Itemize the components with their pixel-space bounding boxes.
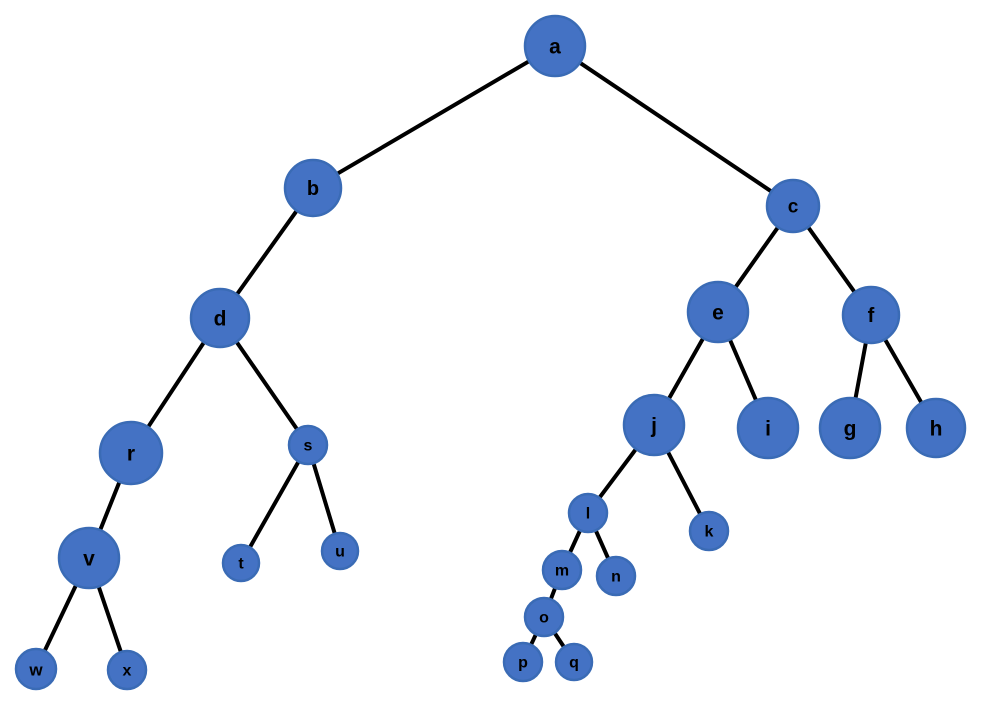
tree-node-s[interactable]: s [287, 424, 329, 466]
tree-edge-j-l [596, 446, 639, 501]
tree-node-i[interactable]: i [736, 396, 800, 460]
tree-node-p[interactable]: p [502, 641, 544, 683]
tree-node-circle-m[interactable] [541, 549, 583, 591]
tree-node-circle-c[interactable] [765, 178, 821, 234]
tree-node-circle-t[interactable] [221, 543, 261, 583]
tree-node-circle-o[interactable] [523, 596, 565, 638]
tree-edge-v-w [42, 582, 79, 654]
tree-node-circle-k[interactable] [688, 510, 730, 552]
tree-node-circle-w[interactable] [14, 647, 58, 691]
tree-edge-s-u [311, 460, 338, 537]
tree-node-circle-u[interactable] [320, 531, 360, 571]
tree-edge-d-r [145, 339, 207, 430]
tree-node-label-l: l [586, 506, 590, 523]
tree-edge-o-q [551, 629, 567, 650]
tree-node-l[interactable]: l [567, 492, 609, 534]
tree-edge-f-h [882, 336, 925, 406]
tree-edge-l-m [567, 527, 583, 556]
tree-node-u[interactable]: u [320, 531, 360, 571]
tree-edge-f-g [853, 339, 869, 402]
tree-node-circle-l[interactable] [567, 492, 609, 534]
tree-node-circle-q[interactable] [554, 642, 594, 682]
tree-node-circle-d[interactable] [189, 287, 251, 349]
tree-edge-v-x [96, 583, 124, 655]
tree-edge-l-n [593, 527, 611, 562]
edges-layer [42, 58, 925, 655]
tree-edge-c-f [805, 224, 858, 296]
tree-node-j[interactable]: j [622, 393, 686, 457]
tree-edge-c-e [732, 224, 781, 291]
tree-node-a[interactable]: a [523, 14, 587, 78]
tree-node-label-c: c [788, 197, 799, 218]
tree-node-label-j: j [650, 415, 657, 438]
tree-node-circle-s[interactable] [287, 424, 329, 466]
tree-node-circle-a[interactable] [523, 14, 587, 78]
tree-node-q[interactable]: q [554, 642, 594, 682]
tree-node-circle-h[interactable] [905, 397, 967, 459]
tree-node-label-i: i [765, 418, 771, 441]
tree-node-g[interactable]: g [818, 396, 882, 460]
tree-node-v[interactable]: v [57, 526, 121, 590]
tree-node-label-b: b [307, 178, 319, 200]
tree-node-circle-i[interactable] [736, 396, 800, 460]
tree-node-w[interactable]: w [14, 647, 58, 691]
tree-node-k[interactable]: k [688, 510, 730, 552]
tree-node-e[interactable]: e [686, 280, 750, 344]
tree-node-circle-v[interactable] [57, 526, 121, 590]
tree-node-h[interactable]: h [905, 397, 967, 459]
tree-edge-s-t [247, 458, 302, 551]
tree-node-t[interactable]: t [221, 543, 261, 583]
tree-edge-b-d [234, 207, 300, 298]
tree-node-circle-f[interactable] [841, 285, 901, 345]
tree-node-label-e: e [712, 302, 724, 325]
tree-node-label-a: a [549, 36, 561, 59]
tree-node-circle-n[interactable] [595, 555, 637, 597]
tree-edge-o-p [528, 631, 539, 648]
tree-node-label-k: k [705, 524, 714, 541]
tree-node-circle-r[interactable] [98, 420, 164, 486]
tree-node-label-s: s [304, 438, 313, 455]
tree-edge-r-v [97, 478, 122, 534]
tree-edge-j-k [665, 448, 703, 518]
nodes-layer: a b c d e f g h i j k l m n o p q r s t u v w x [14, 14, 967, 691]
tree-node-x[interactable]: x [106, 649, 148, 691]
tree-node-d[interactable]: d [189, 287, 251, 349]
tree-node-circle-e[interactable] [686, 280, 750, 344]
tree-node-label-t: t [238, 556, 244, 573]
tree-node-circle-x[interactable] [106, 649, 148, 691]
tree-node-r[interactable]: r [98, 420, 164, 486]
tree-node-c[interactable]: c [765, 178, 821, 234]
tree-node-label-u: u [335, 544, 345, 561]
tree-node-label-x: x [123, 663, 132, 680]
tree-node-o[interactable]: o [523, 596, 565, 638]
tree-node-label-r: r [127, 443, 135, 466]
tree-node-label-g: g [844, 418, 857, 441]
tree-node-circle-p[interactable] [502, 641, 544, 683]
tree-node-label-o: o [539, 610, 549, 627]
tree-node-label-m: m [555, 563, 569, 580]
tree-node-label-w: w [28, 661, 43, 680]
tree-node-label-f: f [868, 305, 875, 327]
tree-edge-e-j [666, 335, 706, 402]
tree-node-f[interactable]: f [841, 285, 901, 345]
tree-node-circle-b[interactable] [283, 158, 343, 218]
tree-node-m[interactable]: m [541, 549, 583, 591]
tree-node-label-q: q [569, 655, 579, 672]
tree-node-label-n: n [611, 569, 621, 586]
tree-node-n[interactable]: n [595, 555, 637, 597]
tree-node-label-v: v [83, 548, 95, 571]
tree-edge-a-c [577, 60, 775, 195]
tree-node-label-d: d [214, 308, 227, 331]
tree-edge-d-s [233, 339, 300, 433]
tree-node-label-p: p [518, 655, 528, 672]
tree-edge-e-i [727, 336, 759, 404]
tree-edge-m-o [548, 584, 558, 603]
tree-node-label-h: h [930, 418, 943, 441]
tree-node-circle-j[interactable] [622, 393, 686, 457]
tree-node-b[interactable]: b [283, 158, 343, 218]
tree-edge-a-b [334, 58, 532, 177]
tree-node-circle-g[interactable] [818, 396, 882, 460]
